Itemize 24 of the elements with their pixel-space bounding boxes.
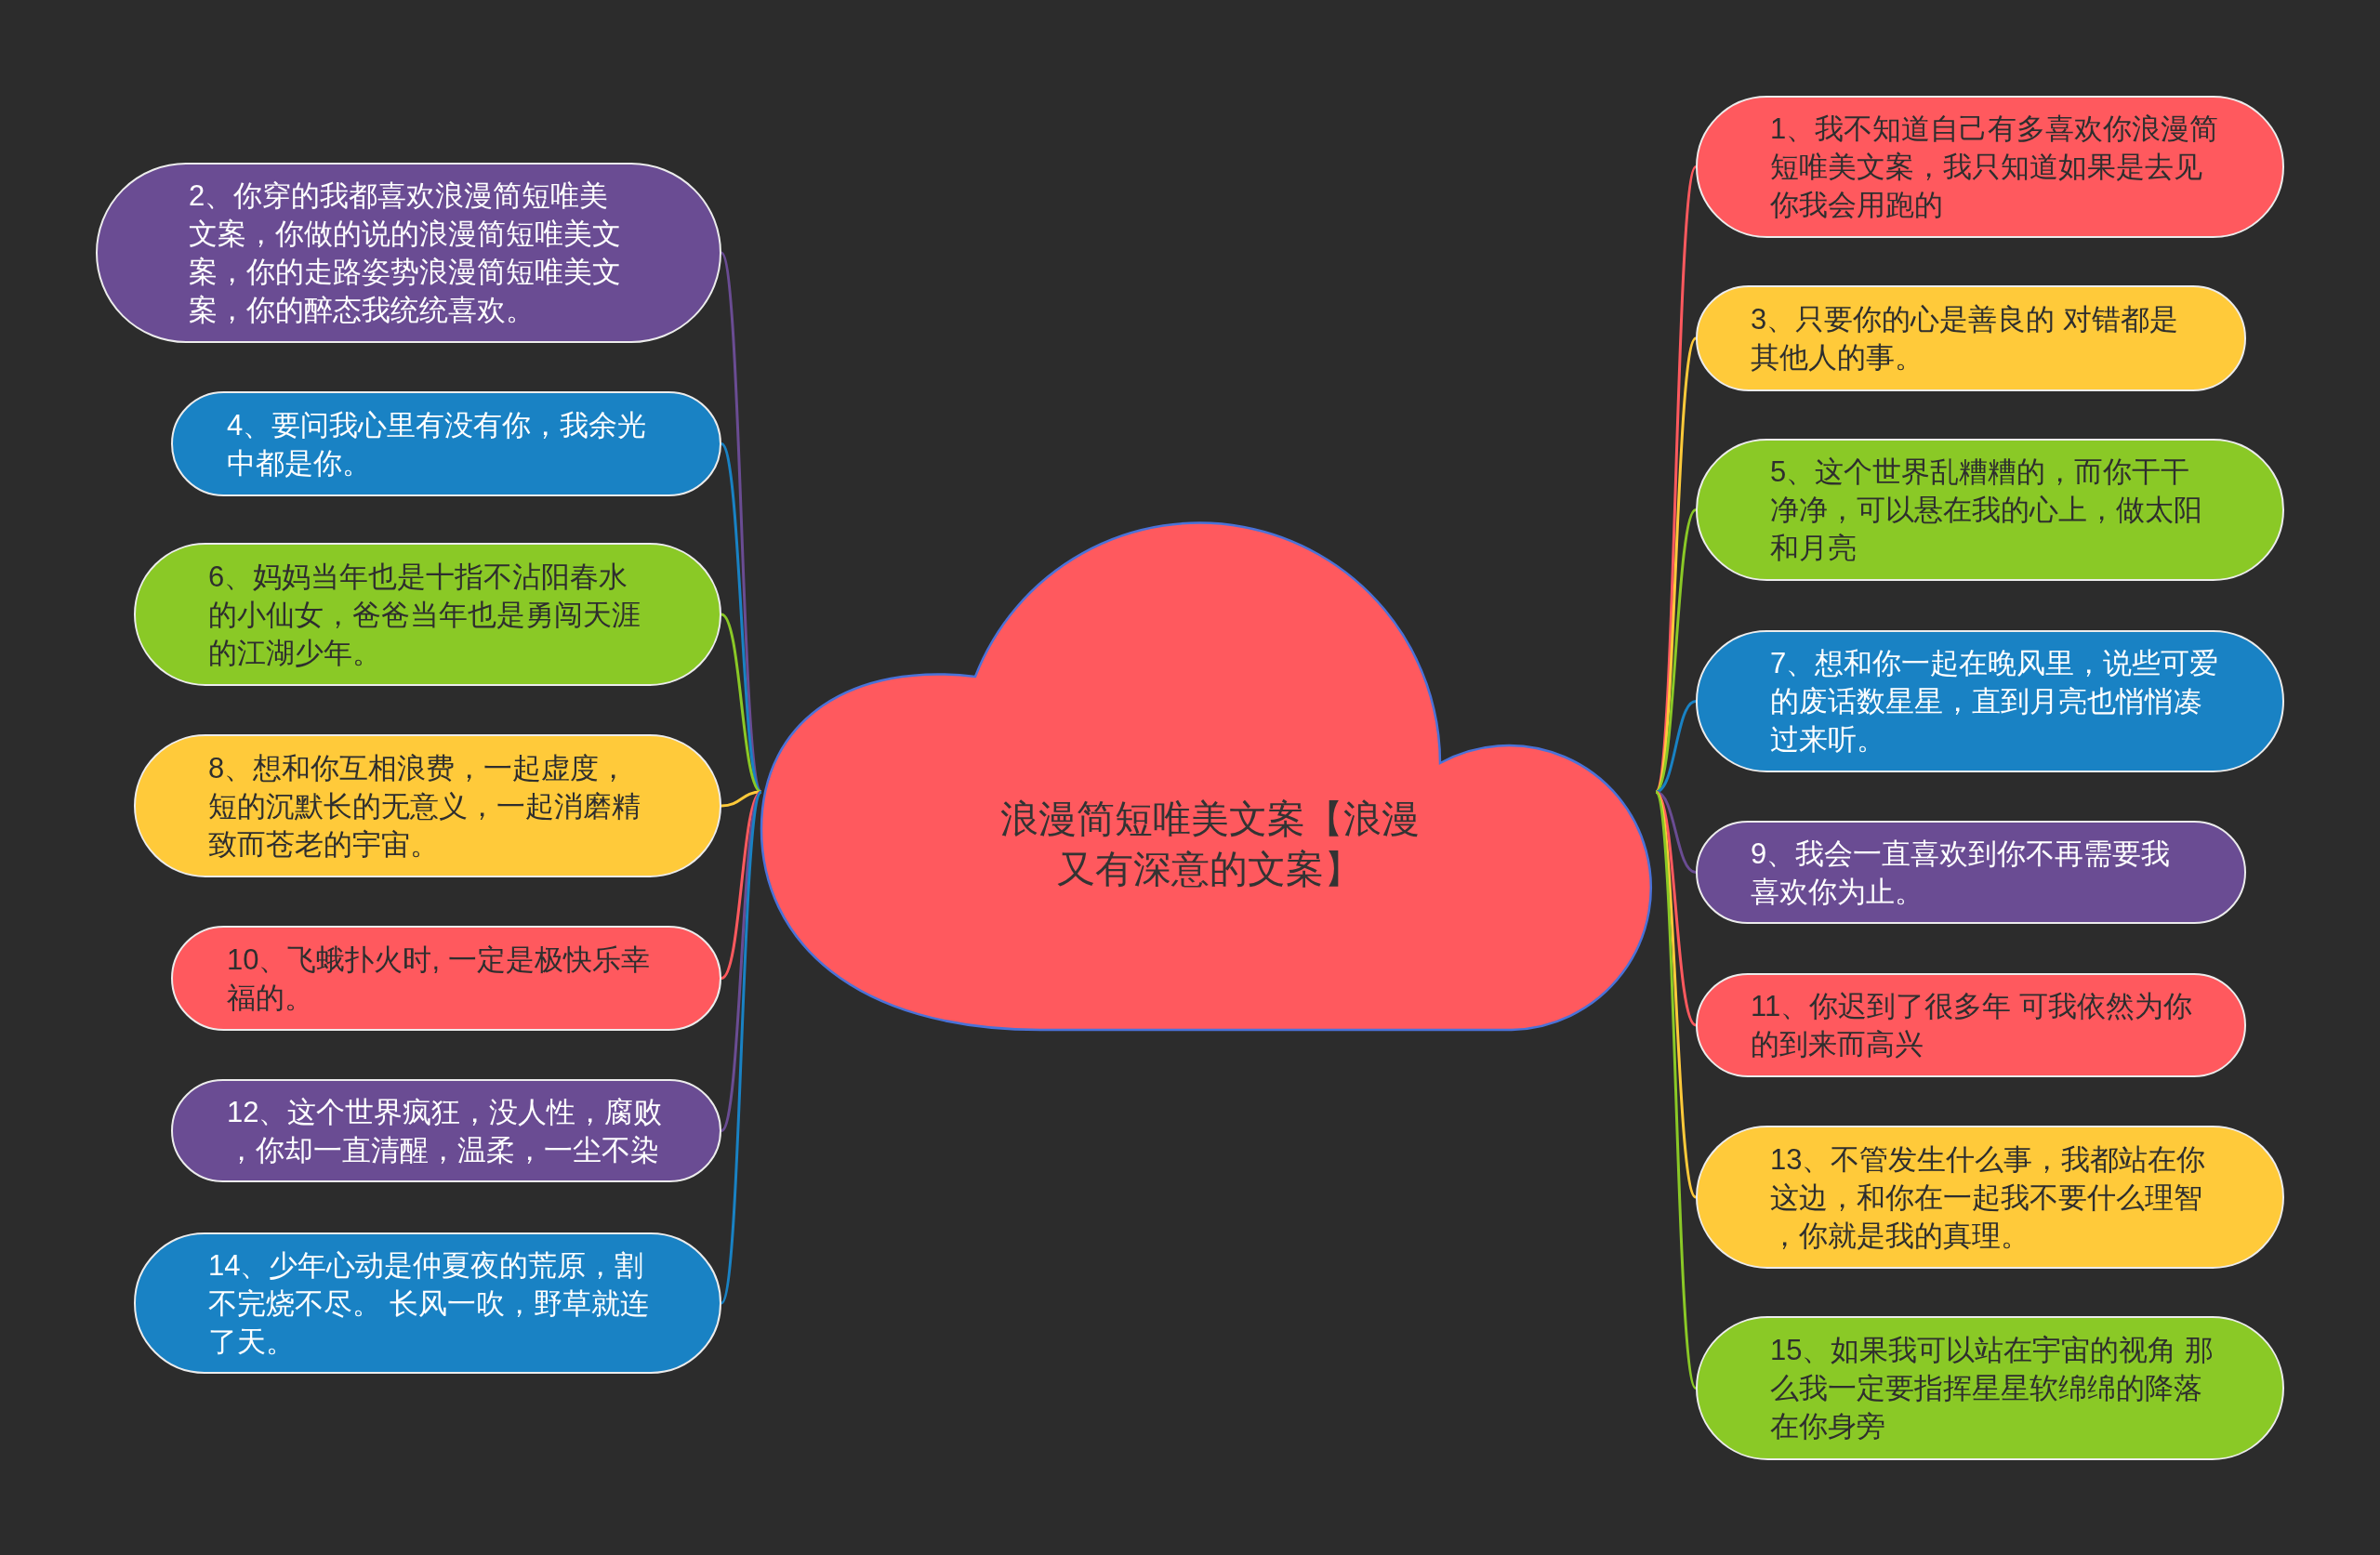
node-text: 9、我会一直喜欢到你不再需要我喜欢你为止。: [1751, 836, 2172, 910]
node-text: 7、想和你一起在晚风里，说些可爱的废话数星星，直到月亮也悄悄凑过来听。: [1770, 646, 2220, 758]
connector-line: [721, 613, 762, 794]
connector-line: [721, 790, 762, 980]
node-text: 4、要问我心里有没有你，我余光中都是你。: [227, 407, 648, 481]
node-text: 1、我不知道自己有多喜欢你浪漫简短唯美文案，我只知道如果是去见你我会用跑的: [1770, 112, 2220, 223]
topic-text: 浪漫简短唯美文案【浪漫又有深意的文案】: [998, 797, 1421, 892]
node-text: 14、少年心动是仲夏夜的荒原，割不完烧不尽。 长风一吹，野草就连了天。: [208, 1247, 650, 1360]
node-text: 13、不管发生什么事，我都站在你这边，和你在一起我不要什么理智，你就是我的真理。: [1770, 1141, 2207, 1254]
connector-line: [1654, 337, 1698, 793]
node-text: 15、如果我可以站在宇宙的视角 那么我一定要指挥星星软绵绵的降落在你身旁: [1770, 1333, 2215, 1444]
node-text: 6、妈妈当年也是十指不沾阳春水的小仙女，爸爸当年也是勇闯天涯的江湖少年。: [208, 559, 641, 671]
connector-line: [720, 252, 763, 793]
node-text: 11、你迟到了很多年 可我依然为你的到来而高兴: [1751, 989, 2193, 1062]
connector-line: [1654, 791, 1698, 1390]
connector-line: [1655, 790, 1697, 874]
node-text: 3、只要你的心是善良的 对错都是其他人的事。: [1751, 302, 2179, 376]
connector-line: [720, 791, 763, 1304]
node-text: 8、想和你互相浪费，一起虚度，短的沉默长的无意义，一起消磨精致而苍老的宇宙。: [208, 750, 641, 863]
node-text: 10、飞蛾扑火时, 一定是极快乐幸福的。: [227, 942, 651, 1016]
node-text: 2、你穿的我都喜欢浪漫简短唯美文案，你做的说的浪漫简短唯美文案，你的走路姿势浪漫简短唯美文案，你的醉态我统统喜欢。: [189, 178, 622, 328]
connector-line: [1655, 700, 1697, 794]
node-text: 5、这个世界乱糟糟的，而你干干净净，可以悬在我的心上，做太阳和月亮: [1770, 455, 2203, 566]
node-text: 12、这个世界疯狂，没人性，腐败，你却一直清醒，温柔，一尘不染: [227, 1094, 664, 1168]
